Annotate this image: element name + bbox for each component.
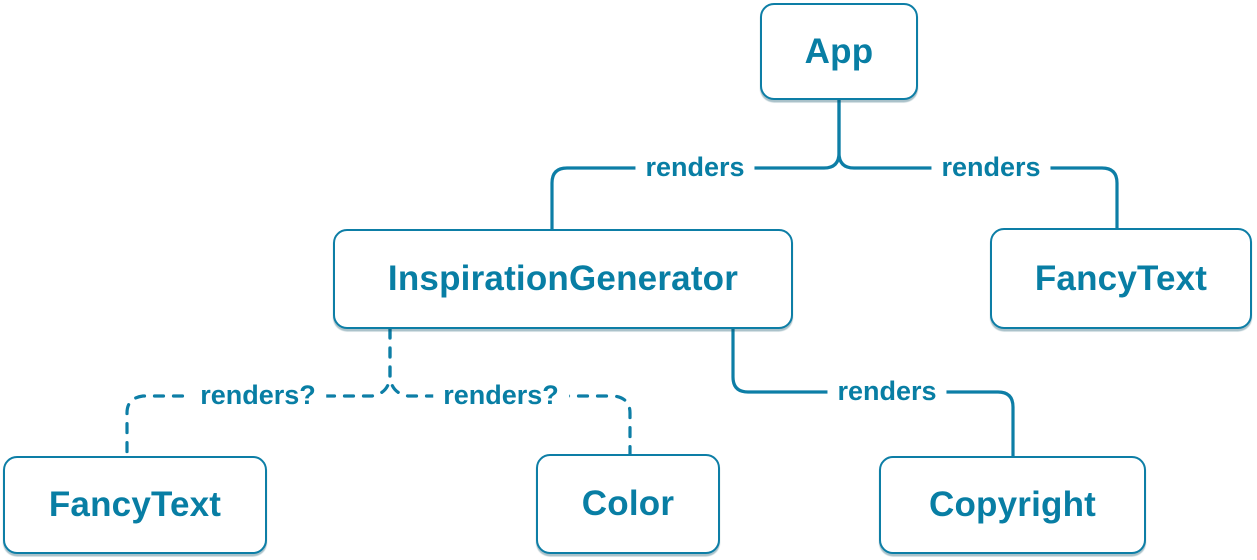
edge-label-renders-fancytext: renders (931, 152, 1051, 184)
node-fancy-text-top: FancyText (990, 228, 1252, 329)
node-fancy-text-top-label: FancyText (1034, 258, 1208, 298)
node-app: App (760, 3, 918, 100)
edge-label-renders-question-color: renders? (433, 380, 569, 412)
node-fancy-text-bottom: FancyText (3, 456, 267, 554)
node-inspiration-generator-label: InspirationGenerator (387, 259, 739, 298)
node-app-label: App (804, 31, 874, 71)
node-copyright-label: Copyright (928, 485, 1097, 524)
node-inspiration-generator: InspirationGenerator (333, 229, 793, 329)
node-color: Color (536, 454, 720, 554)
edge-label-renders-inspirationgenerator: renders (635, 152, 755, 184)
node-fancy-text-bottom-label: FancyText (48, 485, 222, 524)
edge-label-renders-question-fancytext: renders? (190, 380, 326, 412)
node-color-label: Color (581, 484, 675, 523)
node-copyright: Copyright (879, 456, 1146, 554)
edge-label-renders-copyright: renders (827, 376, 947, 408)
